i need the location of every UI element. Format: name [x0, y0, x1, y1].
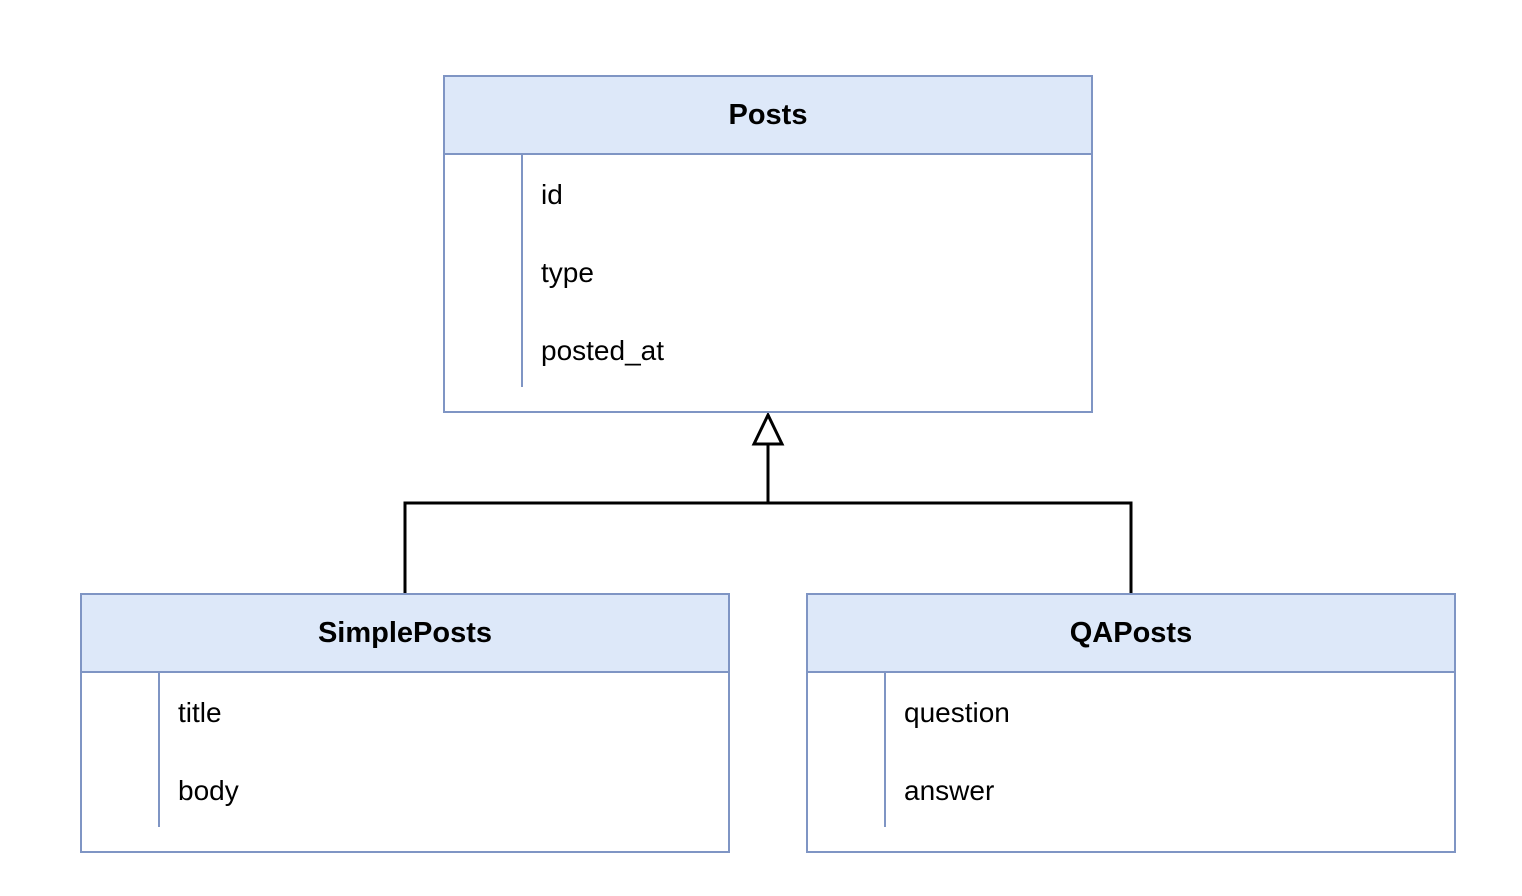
- attribute-title: title: [178, 697, 222, 728]
- entity-qaposts-header: QAPosts: [808, 595, 1454, 673]
- entity-simpleposts-title: SimplePosts: [317, 616, 493, 649]
- entity-simpleposts-header: SimplePosts: [82, 595, 728, 673]
- key-column-divider: [884, 673, 886, 827]
- attribute-type: type: [541, 257, 594, 288]
- attribute-question: question: [904, 697, 1010, 728]
- attribute-answer: answer: [904, 775, 995, 806]
- entity-qaposts[interactable]: QAPosts question answer: [806, 593, 1456, 853]
- connector-simpleposts: [403, 501, 768, 594]
- attribute-posted-at: posted_at: [541, 335, 664, 366]
- entity-qaposts-body: question answer: [808, 673, 1454, 851]
- attribute-id: id: [541, 179, 563, 210]
- entity-posts-body: id type posted_at: [445, 155, 1091, 411]
- entity-simpleposts[interactable]: SimplePosts title body: [80, 593, 730, 853]
- entity-posts-header: Posts: [445, 77, 1091, 155]
- generalization-arrowhead: [751, 411, 785, 446]
- attribute-body: body: [178, 775, 239, 806]
- key-column-divider: [521, 155, 523, 387]
- connector-qaposts: [768, 501, 1133, 594]
- key-column-divider: [158, 673, 160, 827]
- entity-qaposts-title: QAPosts: [1069, 616, 1193, 649]
- entity-simpleposts-body: title body: [82, 673, 728, 851]
- entity-posts[interactable]: Posts id type posted_at: [443, 75, 1093, 413]
- entity-posts-title: Posts: [728, 98, 808, 131]
